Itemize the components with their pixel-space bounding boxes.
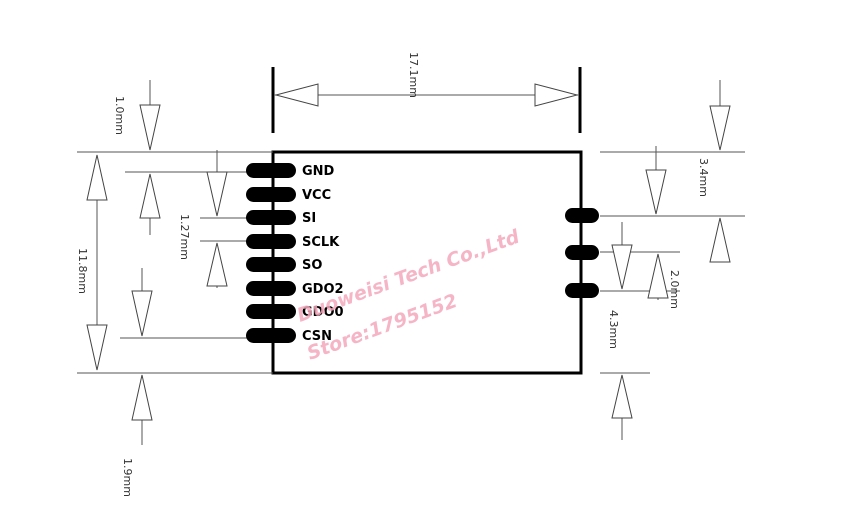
pin-label-si: SI: [302, 211, 316, 226]
pin-label-sclk: SCLK: [302, 235, 340, 250]
right-pitch-dimension: 2.0mm: [611, 222, 681, 309]
right-pitch-label: 2.0mm: [668, 270, 681, 309]
pad: [246, 234, 296, 249]
right-bottom-label: 4.3mm: [607, 310, 620, 349]
pin-label-vcc: VCC: [302, 188, 331, 203]
pad: [246, 281, 296, 296]
height-dimension: 11.8mm: [76, 154, 108, 371]
right-top-label: 3.4mm: [697, 158, 710, 197]
pin-pitch-dimension: 1.27mm: [178, 150, 228, 288]
width-label: 17.1mm: [407, 52, 420, 98]
left-extension-lines: [77, 151, 273, 374]
right-bottom-dimension: 4.3mm: [607, 310, 633, 440]
right-pads: [565, 208, 599, 298]
width-arrow-left: [274, 83, 319, 107]
pin-label-so: SO: [302, 258, 322, 273]
pin-label-csn: CSN: [302, 329, 332, 344]
pin-label-gdo2: GDO2: [302, 282, 344, 297]
bottom-margin-dimension: 1.9mm: [121, 268, 153, 497]
width-arrow-right: [534, 83, 579, 107]
pad: [565, 283, 599, 298]
pad: [246, 210, 296, 225]
pad: [246, 304, 296, 319]
right-top-dimension: 3.4mm: [645, 80, 731, 263]
left-pads: [246, 163, 296, 343]
pad: [565, 208, 599, 223]
pin-labels: GND VCC SI SCLK SO GDO2 GDO0 CSN: [302, 164, 344, 344]
top-margin-label: 1.0mm: [113, 96, 126, 135]
pin-label-gnd: GND: [302, 164, 335, 179]
top-margin-dimension: 1.0mm: [113, 80, 161, 235]
width-dimension: 17.1mm: [271, 52, 582, 133]
height-label: 11.8mm: [76, 248, 89, 294]
pad: [246, 328, 296, 343]
pad: [565, 245, 599, 260]
bottom-margin-label: 1.9mm: [121, 458, 134, 497]
pin-label-gdo0: GDO0: [302, 305, 344, 320]
pad: [246, 163, 296, 178]
pin-pitch-label: 1.27mm: [178, 214, 191, 260]
pad: [246, 187, 296, 202]
pad: [246, 257, 296, 272]
